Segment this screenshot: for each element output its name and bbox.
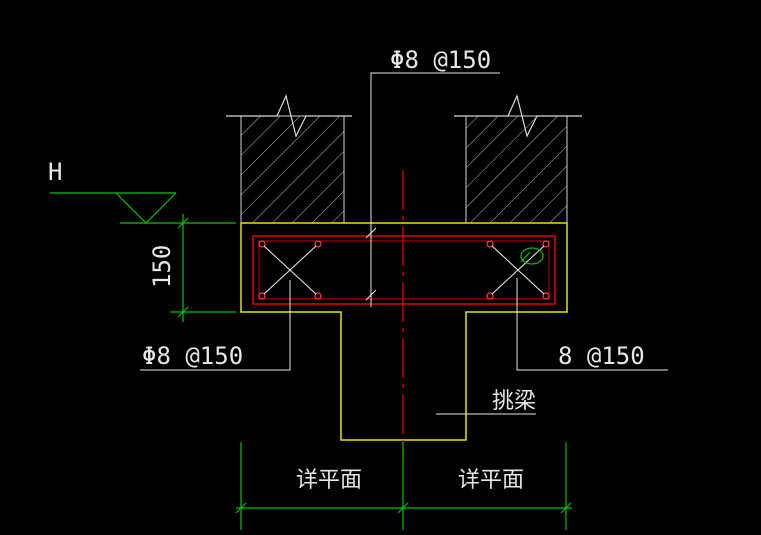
height-dim-label: 150 xyxy=(148,245,176,288)
beam-outline xyxy=(240,222,568,441)
right-rebar-leader xyxy=(516,278,668,371)
detail-right-label: 详平面 xyxy=(458,468,524,493)
left-wall xyxy=(226,94,352,224)
height-dimension xyxy=(120,214,236,322)
elevation-label: H xyxy=(48,158,62,186)
right-rebar-label: 8 @150 xyxy=(558,342,645,370)
rebar-cage xyxy=(252,235,556,305)
elevation-mark xyxy=(50,192,177,224)
top-rebar-leader xyxy=(365,72,500,307)
left-rebar-leader xyxy=(140,280,291,371)
right-wall xyxy=(454,94,582,224)
detail-left-label: 详平面 xyxy=(296,468,362,493)
left-rebar-label: Φ8 @150 xyxy=(142,342,243,370)
beam-name-label: 挑梁 xyxy=(492,389,536,414)
bottom-dimension xyxy=(235,442,572,530)
top-rebar-label: Φ8 @150 xyxy=(390,46,491,74)
